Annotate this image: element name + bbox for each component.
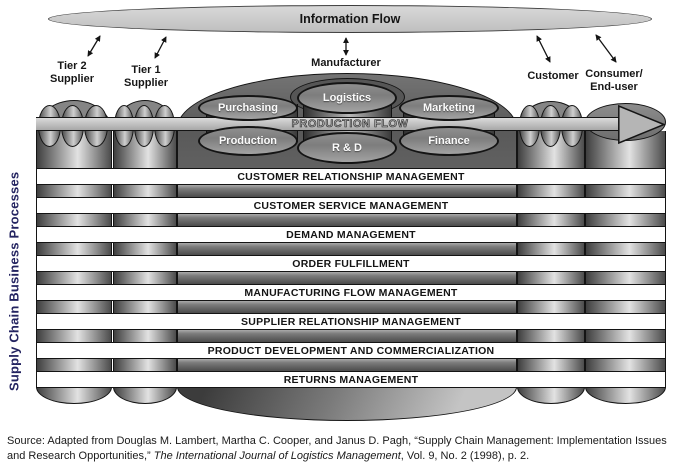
cylinder-strip bbox=[177, 214, 517, 226]
function-ellipse-purchasing: Purchasing bbox=[198, 95, 298, 121]
process-band: CUSTOMER SERVICE MANAGEMENT bbox=[36, 197, 666, 214]
journal-title: The International Journal of Logistics M… bbox=[153, 449, 401, 462]
label-manufacturer: Manufacturer bbox=[311, 57, 381, 69]
label-customer: Customer bbox=[527, 70, 579, 82]
function-ellipse-production: Production bbox=[198, 126, 298, 156]
manufacturer-bottom-cap bbox=[177, 387, 517, 421]
double-arrow-icon bbox=[87, 35, 101, 57]
cylinder-strip bbox=[177, 243, 517, 255]
label-consumer-end-user: Consumer/ End-user bbox=[585, 68, 643, 93]
double-arrow-icon bbox=[154, 36, 167, 59]
function-ellipse-marketing: Marketing bbox=[399, 95, 499, 121]
cylinder-strip bbox=[177, 301, 517, 313]
process-band: MANUFACTURING FLOW MANAGEMENT bbox=[36, 284, 666, 301]
tier2-bottom-cap bbox=[36, 387, 112, 404]
double-arrow-icon bbox=[536, 35, 551, 63]
customer-bottom-cap bbox=[517, 387, 585, 404]
double-arrow-icon bbox=[595, 34, 617, 63]
cylinder-strip bbox=[177, 330, 517, 342]
side-label-supply-chain-business-processes: Supply Chain Business Processes bbox=[6, 171, 22, 391]
function-ellipse-finance: Finance bbox=[399, 126, 499, 156]
information-flow-label: Information Flow bbox=[299, 12, 401, 26]
cylinder-strip bbox=[177, 359, 517, 371]
production-flow-arrowhead-icon bbox=[618, 104, 666, 145]
process-band: SUPPLIER RELATIONSHIP MANAGEMENT bbox=[36, 313, 666, 330]
source-citation: Source: Adapted from Douglas M. Lambert,… bbox=[7, 435, 667, 462]
label-tier2-supplier: Tier 2 Supplier bbox=[49, 60, 94, 85]
label-tier1-supplier: Tier 1 Supplier bbox=[123, 64, 168, 89]
process-band: DEMAND MANAGEMENT bbox=[36, 226, 666, 243]
function-ellipse-logistics: Logistics bbox=[297, 82, 397, 114]
information-flow-ellipse: Information Flow bbox=[48, 5, 652, 33]
process-band: CUSTOMER RELATIONSHIP MANAGEMENT bbox=[36, 168, 666, 185]
cylinder-strip bbox=[177, 185, 517, 197]
consumer-bottom-cap bbox=[585, 387, 666, 404]
cylinder-strip bbox=[177, 272, 517, 284]
function-ellipse-rd: R & D bbox=[297, 132, 397, 164]
process-band: ORDER FULFILLMENT bbox=[36, 255, 666, 272]
process-band: RETURNS MANAGEMENT bbox=[36, 371, 666, 388]
tier1-bottom-cap bbox=[113, 387, 177, 404]
production-flow-label: PRODUCTION FLOW bbox=[291, 118, 409, 131]
process-band: PRODUCT DEVELOPMENT AND COMMERCIALIZATIO… bbox=[36, 342, 666, 359]
